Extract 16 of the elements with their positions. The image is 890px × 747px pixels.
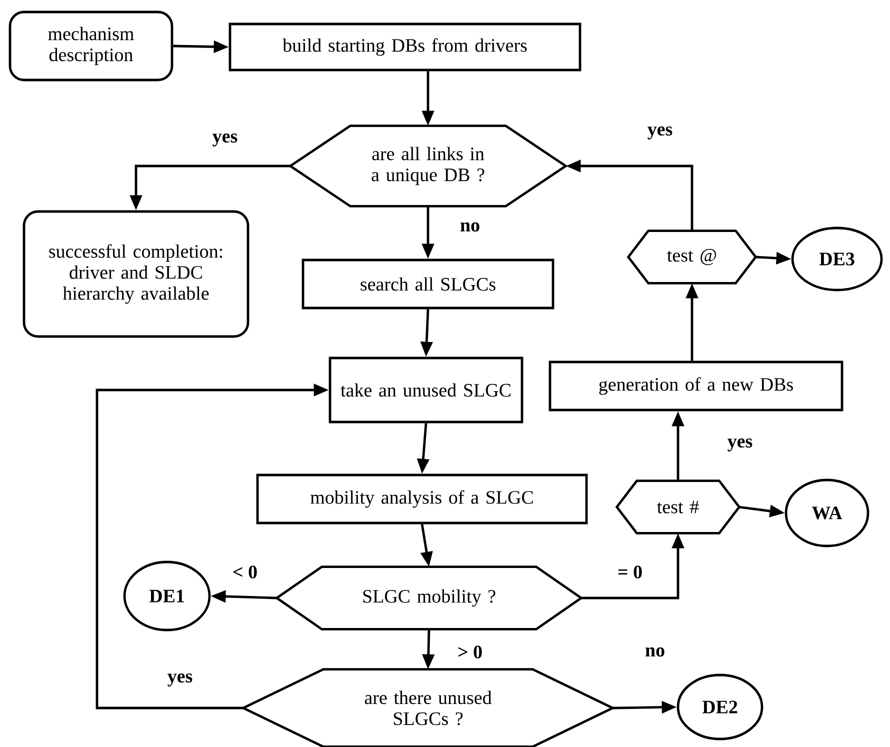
edge-label: = 0 bbox=[618, 566, 642, 578]
edge-label: no bbox=[646, 647, 664, 657]
end-box: successful completion: driver and SLDC hierarchy available bbox=[22, 210, 250, 338]
process-box: take an unused SLGC bbox=[328, 356, 524, 424]
process-box: build starting DBs from drivers bbox=[228, 22, 582, 72]
edge-label: yes bbox=[728, 438, 752, 452]
edge-label: > 0 bbox=[458, 646, 482, 658]
start-box: mechanism description bbox=[8, 10, 174, 82]
edge-label: yes bbox=[212, 133, 238, 147]
process-box: mobility analysis of a SLGC bbox=[256, 474, 588, 524]
process-box: search all SLGCs bbox=[302, 258, 554, 310]
edge-label: yes bbox=[648, 126, 672, 140]
edge-label: no bbox=[460, 222, 480, 232]
edge-label: < 0 bbox=[233, 566, 257, 578]
edge-label: yes bbox=[168, 673, 192, 687]
process-box: generation of a new DBs bbox=[548, 360, 844, 412]
